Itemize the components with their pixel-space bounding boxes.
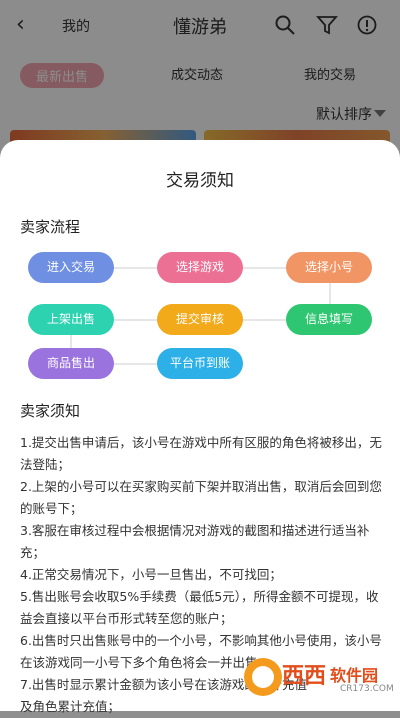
logo-icon-center [252, 666, 274, 688]
filter-icon[interactable] [316, 14, 338, 36]
flow-step-enter-trade: 进入交易 [28, 252, 114, 283]
flow-step-select-game: 选择游戏 [157, 252, 243, 283]
seller-flow-title: 卖家流程 [20, 218, 81, 236]
flow-step-fill-info: 信息填写 [286, 304, 372, 335]
note-item: 及角色累计充值； [20, 699, 121, 714]
trade-notice-sheet: 交易须知 卖家流程 进入交易 选择游戏 选择小号 上架出售 提交审核 信息填写 … [0, 140, 400, 714]
flow-step-item-sold: 商品售出 [28, 348, 114, 379]
note-item: 7.出售时显示累计金额为该小号在该游戏的累计充值 [20, 677, 307, 692]
flow-connector [329, 267, 331, 319]
chevron-left-icon[interactable]: ‹ [16, 12, 25, 37]
note-item: 2.上架的小号可以在买家购买前下架并取消出售，取消后会回到您的账号下； [20, 479, 382, 516]
watermark-suffix: 软件园 [330, 666, 379, 685]
flow-connector [70, 319, 72, 364]
flow-connector [70, 363, 200, 365]
seller-notes-list: 1.提交出售申请后，该小号在游戏中所有区服的角色将被移出，无法登陆； 2.上架的… [20, 432, 382, 718]
seller-flow-diagram: 进入交易 选择游戏 选择小号 上架出售 提交审核 信息填写 商品售出 平台币到账 [0, 140, 400, 400]
mine-link[interactable]: 我的 [62, 19, 90, 35]
flow-step-list-for-sale: 上架出售 [28, 304, 114, 335]
note-item: 5.售出账号会收取5%手续费（最低5元），所得金额不可提现，收益会直接以平台币形… [20, 589, 379, 626]
sort-dropdown[interactable]: 默认排序 [316, 107, 372, 123]
seller-notes-title: 卖家须知 [20, 402, 81, 420]
tab-my-trades[interactable]: 我的交易 [304, 68, 357, 83]
note-item: 6.出售时只出售账号中的一个小号，不影响其他小号使用，该小号在该游戏同一小号下多… [20, 633, 382, 670]
info-icon[interactable] [356, 14, 378, 36]
watermark-brand: 西西 [282, 664, 327, 689]
watermark-logo: 西西 软件园 CR173.COM [236, 654, 400, 700]
tab-deal-news[interactable]: 成交动态 [171, 68, 224, 83]
flow-step-coins-received: 平台币到账 [157, 348, 243, 379]
flow-step-select-account: 选择小号 [286, 252, 372, 283]
caret-down-icon [374, 110, 386, 117]
note-item: 3.客服在审核过程中会根据情况对游戏的截图和描述进行适当补充； [20, 523, 370, 560]
tab-latest-sale[interactable]: 最新出售 [20, 63, 105, 88]
top-bar: ‹ 我的 懂游弟 [0, 0, 400, 50]
sheet-title: 交易须知 [166, 171, 234, 191]
search-icon[interactable] [274, 14, 296, 36]
note-item: 1.提交出售申请后，该小号在游戏中所有区服的角色将被移出，无法登陆； [20, 435, 382, 472]
page-title: 懂游弟 [173, 17, 227, 38]
flow-step-submit-review: 提交审核 [157, 304, 243, 335]
note-item: 4.正常交易情况下，小号一旦售出，不可找回； [20, 567, 282, 582]
tab-bar: 最新出售 成交动态 我的交易 [0, 60, 400, 90]
watermark-url: CR173.COM [340, 684, 394, 694]
